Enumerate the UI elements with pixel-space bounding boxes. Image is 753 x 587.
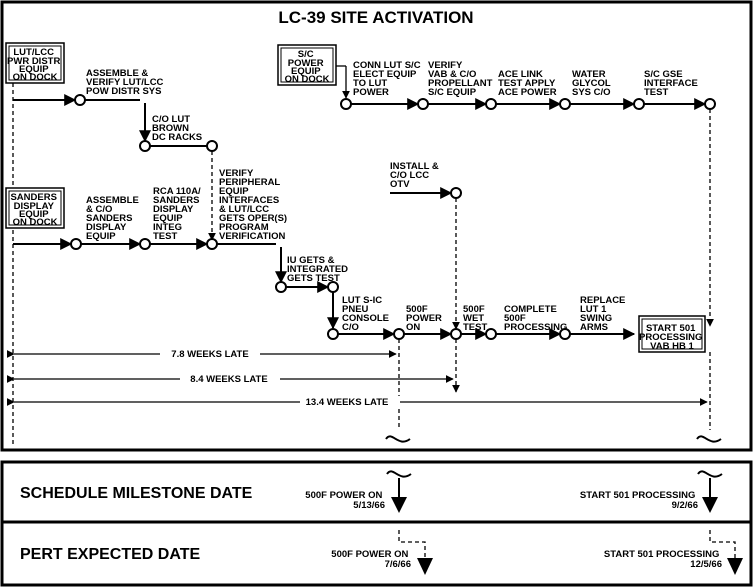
schedule-label: SCHEDULE MILESTONE DATE [20,485,253,502]
main-frame [0,0,753,452]
svg-text:7.8 WEEKS LATE: 7.8 WEEKS LATE [171,349,248,360]
start-box-sanders: SANDERS DISPLAY EQUIP ON DOCK [5,187,65,229]
activity-iu-gets: IU GETS & INTEGRATED GETS TEST [287,255,351,284]
lateness-8-4: 8.4 WEEKS LATE [6,373,454,385]
svg-text:SANDERS DISPLAY EQ: SANDERS DISPLAY EQUIP ON DOCK [10,192,59,228]
lateness-7-8: 7.8 WEEKS LATE [6,348,397,360]
node-500f-power-on [393,328,405,340]
activity-lut-sic: LUT S-IC PNEU CONSOLE C/O [342,295,392,333]
activity-replace: REPLACE LUT 1 SWING ARMS [580,295,628,333]
schedule-marker-power-on [391,497,407,513]
schedule-milestone-power-on: 500F POWER ON 5/13/66 [305,490,385,511]
activity-co-lut-brown: C/O LUT BROWN DC RACKS [152,114,202,143]
activity-verify-peripheral: VERIFY PERIPHERAL EQUIP INTERFACES & LUT… [219,168,290,242]
activity-rca: RCA 110A/ SANDERS DISPLAY EQUIP INTEG TE… [153,186,203,242]
pert-milestone-power-on: 500F POWER ON 7/6/66 [331,549,411,570]
schedule-milestone-start501: START 501 PROCESSING 9/2/66 [580,490,698,511]
activity-complete: COMPLETE 500F PROCESSING [504,304,567,333]
svg-text:S/C POWER EQUIP: S/C POWER EQUIP ON DOCK [285,49,330,85]
svg-text:START 501 PROCESSING: START 501 PROCESSING VAB HB 1 [639,323,705,352]
pert-marker-start501 [727,558,743,575]
node-co-lut-brown [139,140,151,152]
node-conn-lut [340,98,352,110]
pert-label: PERT EXPECTED DATE [20,546,201,563]
schedule-marker-start501 [702,497,718,513]
activity-assemble-verify: ASSEMBLE & VERIFY LUT/LCC POW DISTR SYS [86,68,166,97]
activity-ace-link: ACE LINK TEST APPLY ACE POWER [498,69,558,98]
activity-water-glycol: WATER GLYCOL SYS C/O [572,69,613,98]
svg-text:13.4 WEEKS LATE: 13.4 WEEKS LATE [306,397,389,408]
start-box-lut-lcc: LUT/LCC PWR DISTR EQUIP ON DOCK [5,42,65,84]
end-box-start501: START 501 PROCESSING VAB HB 1 [638,315,706,353]
activity-conn-lut: CONN LUT S/C ELECT EQUIP TO LUT POWER [353,60,423,98]
node-assemble-verify [74,94,86,106]
activity-assemble-sanders: ASSEMBLE & C/O SANDERS DISPLAY EQUIP [86,195,141,242]
svg-text:LUT/LCC PWR DISTR: LUT/LCC PWR DISTR EQUIP ON DOCK [7,47,63,83]
svg-text:8.4 WEEKS LATE: 8.4 WEEKS LATE [190,374,267,385]
pert-marker-power-on [417,558,433,575]
lateness-13-4: 13.4 WEEKS LATE [6,396,708,408]
activity-sc-gse: S/C GSE INTERFACE TEST [644,69,700,98]
activity-wet-test: 500F WET TEST [463,304,487,333]
activity-verify-vab: VERIFY VAB & C/O PROPELLANT S/C EQUIP [428,60,495,98]
diagram-title: LC-39 SITE ACTIVATION [278,8,473,27]
activity-power-on: 500F POWER ON [406,304,445,333]
pert-milestone-start501: START 501 PROCESSING 12/5/66 [604,549,722,570]
start-box-sc-power: S/C POWER EQUIP ON DOCK [277,44,337,86]
activity-install-co: INSTALL & C/O LCC OTV [390,161,441,190]
